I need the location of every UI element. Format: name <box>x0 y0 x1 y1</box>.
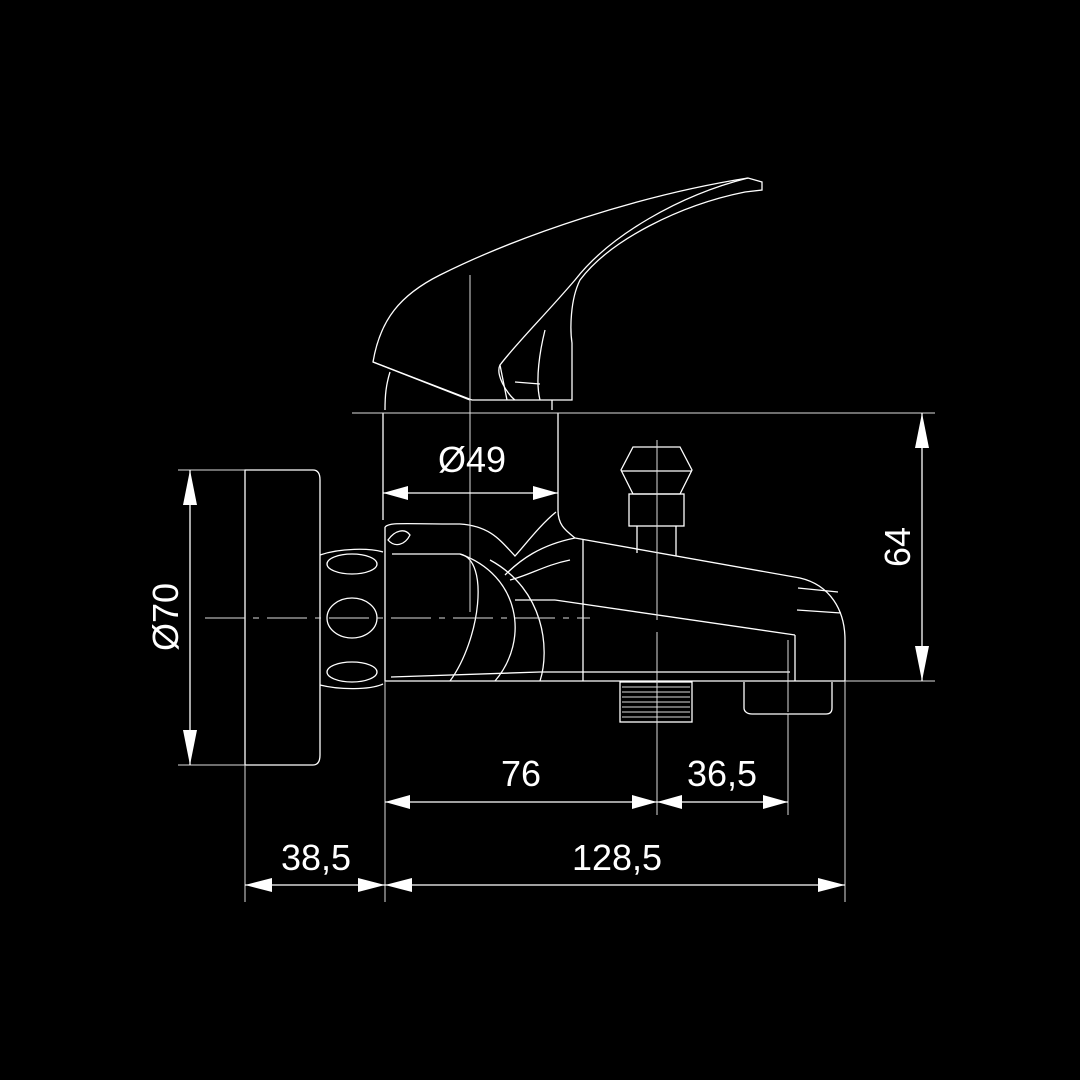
threaded-outlet <box>619 681 693 723</box>
dim-height: 64 <box>877 527 918 567</box>
dim-spout-offset: 36,5 <box>687 753 757 794</box>
lever-handle <box>372 177 763 411</box>
mixer-body <box>382 413 846 682</box>
dim-wall-offset: 38,5 <box>281 837 351 878</box>
dim-body-diameter: Ø49 <box>438 439 506 480</box>
center-lines <box>205 275 789 722</box>
dim-total-length: 128,5 <box>572 837 662 878</box>
dim-outlet-offset: 76 <box>501 753 541 794</box>
extension-lines <box>178 412 935 902</box>
dimension-lines <box>183 413 929 892</box>
dim-flange-diameter: Ø70 <box>145 583 186 651</box>
spout-aerator <box>743 682 833 715</box>
